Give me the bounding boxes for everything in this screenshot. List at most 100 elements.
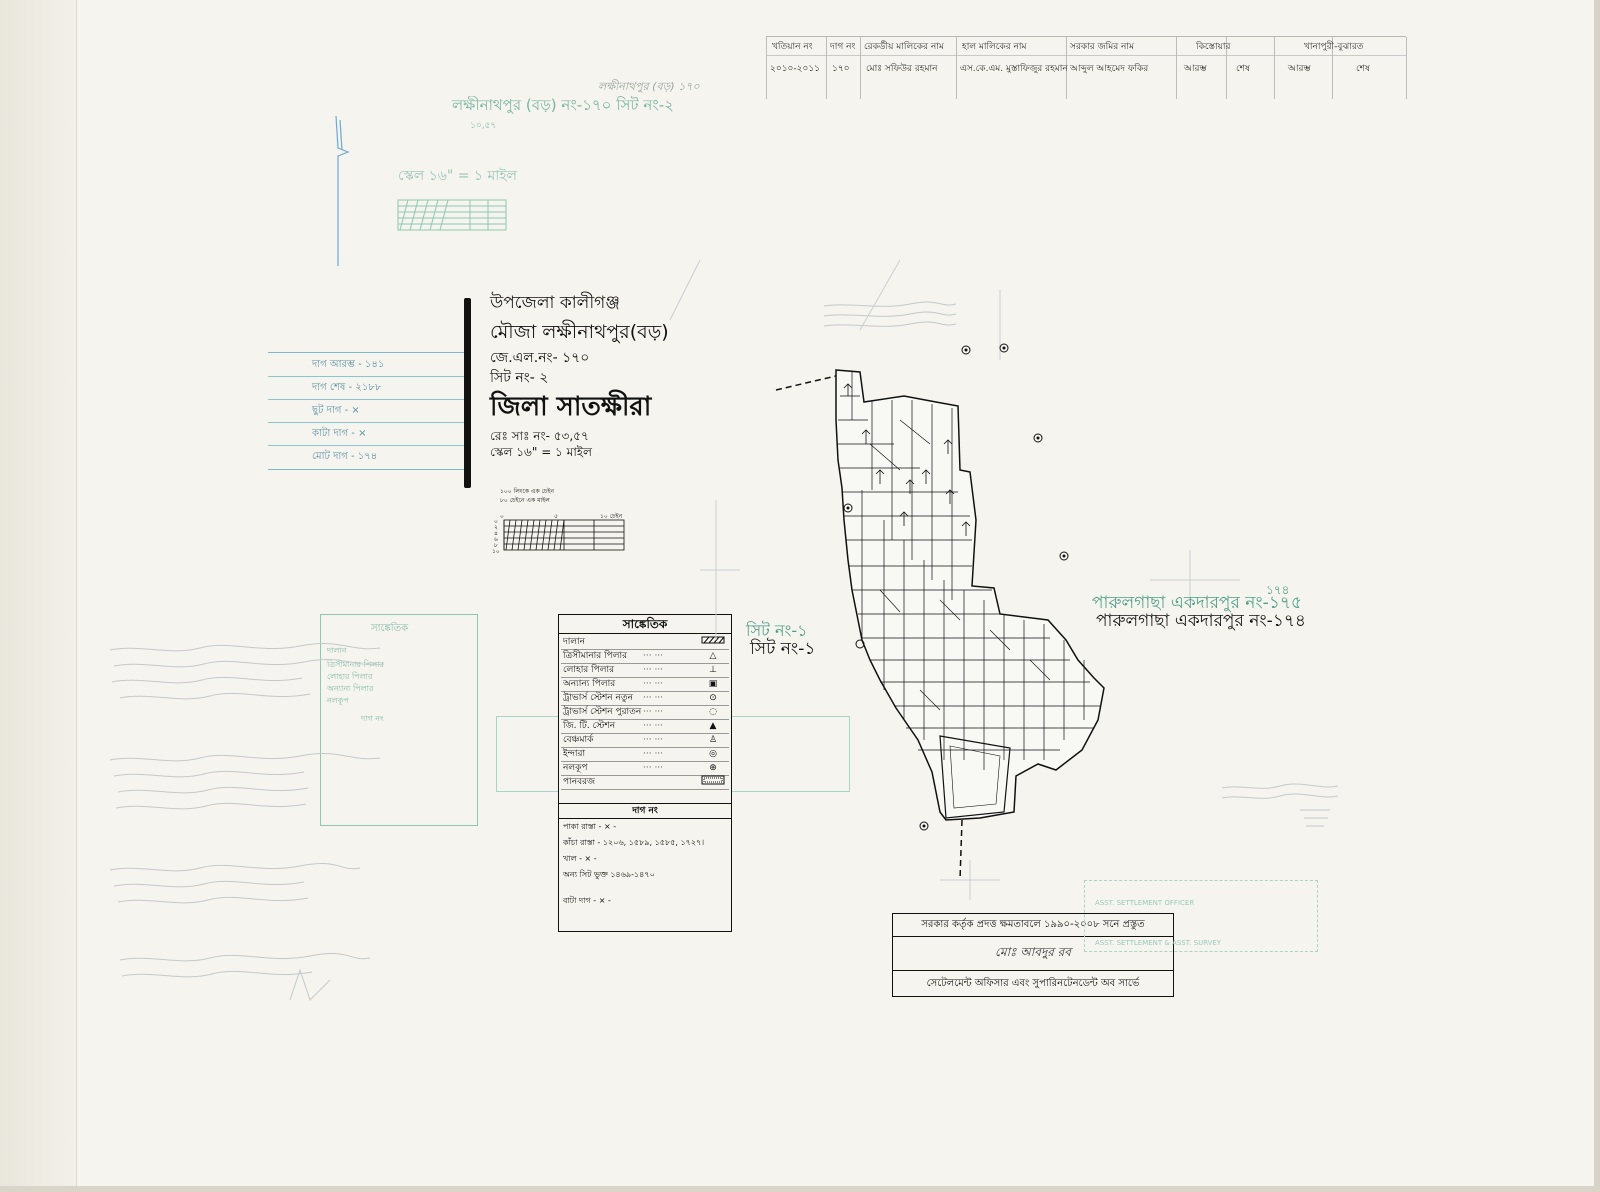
legend-label: অন্যান্য পিলার [563, 679, 616, 689]
table-rule [268, 445, 464, 446]
officer-signature: মোঃ আবদুর রব [995, 945, 1071, 959]
header-col-line [1176, 37, 1177, 99]
header-col-line [766, 37, 767, 99]
summary-row: কাটা দাগ - × [312, 428, 367, 439]
header-col-line [956, 37, 957, 99]
new-traverse-station-icon: ⊙ [709, 693, 717, 703]
scale-note-1: ১০০ লিংকে এক চেইন [500, 488, 554, 495]
legend-item: নলকূপ··· ···⊕ [561, 761, 729, 776]
scale-tick: ৪ [494, 530, 498, 537]
header-col-line [1226, 37, 1227, 99]
legend-dots: ··· ··· [643, 707, 664, 717]
legend-label: ইন্দারা [563, 749, 586, 759]
legend-label: নলকূপ [563, 763, 588, 773]
header-value: শেষ [1356, 64, 1370, 74]
officer-title: সেটেলমেন্ট অফিসার এবং সুপারিনটেনডেন্ট অব… [893, 970, 1173, 997]
legend: সাঙ্কেতিক দালান ত্রিসীমানার পিলার··· ···… [558, 614, 732, 932]
benchmark-icon: ♙ [708, 735, 718, 745]
scale-tick: ৮ [494, 542, 498, 549]
traverse-station-icons [843, 343, 1069, 831]
header-cell: হাল মালিকের নাম [962, 42, 1027, 52]
faint-note-right [1221, 783, 1339, 827]
header-col-line [1406, 37, 1407, 99]
neighbor-mouza-green: পারুলগাছা একদারপুর নং-১৭৫ [1092, 593, 1302, 613]
faint-stamp-text: ASST. SETTLEMENT OFFICER [1095, 899, 1195, 907]
faint-mouza-title: লক্ষীনাথপুর (বড়) নং-১৭০ সিট নং-২ [452, 96, 674, 114]
header-value: ২০১০-২০১১ [770, 64, 821, 74]
legend-dots: ··· ··· [643, 763, 664, 773]
dag-line: খাল - × - [563, 854, 597, 863]
faint-scale: স্কেল ১৬" = ১ মাইল [398, 168, 517, 184]
sheet-right-edge [1594, 0, 1600, 1192]
mouza-boundary [835, 369, 1105, 821]
legend-item: ইন্দারা··· ···◎ [561, 747, 729, 762]
header-value: ১৭০ [832, 64, 850, 74]
other-pillar-icon: ▣ [708, 679, 718, 689]
legend-label: বেঞ্চমার্ক [563, 735, 594, 745]
legend-item: অন্যান্য পিলার ··· ··· ▣ [561, 677, 729, 692]
header-cell: সরকার জমির নাম [1070, 42, 1135, 52]
scale-tick: ১০ [492, 548, 500, 555]
building-icon [701, 635, 725, 649]
dag-line: পাকা রাস্তা - × - [563, 822, 617, 831]
pencil-note: লক্ষীনাথপুর (বড়) ১৭০ [598, 80, 700, 93]
scale-label-5: ৫ [554, 513, 558, 520]
legend-item: পানবরজ [561, 775, 729, 790]
header-cell: খতিয়ান নং [772, 42, 813, 52]
header-col-line [826, 37, 827, 99]
summary-row: দাগ আরম্ভ - ১৪১ [312, 359, 385, 370]
header-value: মোঃ সফিউর রহমান [866, 64, 938, 74]
legend-dots: ··· ··· [643, 749, 664, 759]
faint-legend-line: দাগ নং [361, 714, 384, 723]
scale-bar-grid [503, 519, 625, 551]
header-cell: কিস্তোয়ার [1196, 42, 1231, 52]
legend-dots: ··· ··· [643, 679, 664, 689]
legend-item: লোহার পিলার··· ···⊥ [561, 663, 729, 678]
legend-dots: ··· ··· [643, 721, 664, 731]
faint-handwriting [109, 643, 385, 1001]
header-value: আব্দুল আহমেদ ফকির [1070, 64, 1149, 74]
legend-item: ট্রাভার্স স্টেশন পুরাতন··· ··· ◌ [561, 705, 729, 720]
legend-dots: ··· ··· [643, 735, 664, 745]
legend-label: ট্রাভার্স স্টেশন পুরাতন [563, 707, 642, 717]
table-rule [268, 422, 464, 423]
header-col-line [1066, 37, 1067, 99]
legend-label: জি. টি. স্টেশন [563, 721, 616, 731]
faint-stamp-text: ASST. SETTLEMENT & ASST. SURVEY [1095, 939, 1222, 947]
adjacent-sheet-green: সিট নং-১ [746, 621, 808, 640]
scale-note-2: ৮০ চেইনে এক মাইল [500, 497, 550, 504]
header-table-divider [766, 55, 1406, 56]
gt-station-icon: ▲ [709, 721, 717, 731]
revenue-survey-number: রেঃ সাঃ নং- ৫৩,৫৭ [490, 429, 589, 443]
legend-item: ট্রাভার্স স্টেশন নতুন··· ···⊙ [561, 691, 729, 706]
scale-tick: ০ [494, 518, 498, 525]
legend-dots: ··· ··· [643, 651, 664, 661]
neighbor-mouza-green-number: ১৭৪ [1266, 583, 1290, 597]
neighbor-mouza: পারুলগাছা একদারপুর নং-১৭৪ [1096, 611, 1306, 631]
sheet-bottom-edge [0, 1186, 1600, 1192]
certification-box: সরকার কর্তৃক প্রদত্ত ক্ষমতাবলে ১৯৯০-২০০৮… [892, 913, 1174, 997]
dag-summary-table: দাগ আরম্ভ - ১৪১ দাগ শেষ - ২১৮৮ ছুট দাগ -… [268, 352, 464, 470]
scale-tick: ৬ [494, 536, 498, 543]
legend-label: লোহার পিলার [563, 665, 615, 675]
faint-note-top [823, 301, 957, 327]
header-value: এস.কে.এম. মুস্তাফিজুর রহমান [960, 64, 1068, 74]
header-cell: দাগ নং [830, 42, 856, 52]
old-traverse-station-icon: ◌ [709, 707, 717, 717]
legend-label: ত্রিসীমানার পিলার [563, 651, 628, 661]
faint-rev-no: ১০,৫৭ [470, 121, 497, 131]
map-scale: স্কেল ১৬" = ১ মাইল [490, 445, 592, 459]
faint-legend-line: দালান [327, 646, 347, 655]
scale-label-0: ০ [500, 513, 504, 520]
faint-legend-line: লোহার পিলার [327, 672, 373, 681]
table-rule [268, 399, 464, 400]
legend-dots: ··· ··· [643, 665, 664, 675]
faint-legend: সাঙ্কেতিক দালান ত্রিসীমানার পিলার লোহার … [320, 614, 478, 826]
legend-item: বেঞ্চমার্ক ··· ··· ♙ [561, 733, 729, 748]
legend-label: দালান [563, 637, 586, 647]
scale-tick: ২ [494, 524, 498, 531]
summary-row: মোট দাগ - ১৭৪ [312, 451, 378, 462]
sheet-number: সিট নং- ২ [490, 370, 549, 386]
